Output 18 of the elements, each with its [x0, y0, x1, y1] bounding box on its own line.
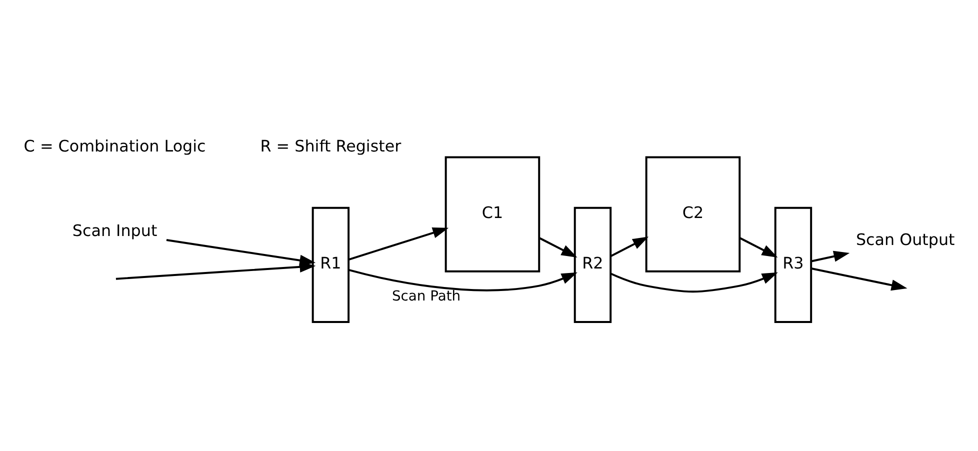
label: R = Shift Register	[260, 136, 402, 156]
arrow	[538, 236, 578, 258]
node-box: R3	[774, 206, 812, 323]
arrow	[610, 272, 778, 292]
node-box: C2	[645, 156, 741, 272]
node-text: Scan Input	[72, 220, 158, 240]
arrow	[811, 250, 850, 262]
arrow	[739, 236, 778, 258]
node-box: R2	[574, 206, 612, 323]
node-box: C1	[444, 156, 540, 272]
edge-label: Scan Path	[392, 288, 461, 304]
arrow	[348, 226, 449, 260]
arrow	[348, 268, 578, 291]
node-text: Scan Output	[856, 229, 955, 248]
arrow	[610, 236, 649, 257]
node-box: R1	[312, 206, 350, 323]
arrow	[811, 267, 908, 290]
label: C = Combination Logic	[24, 136, 206, 156]
